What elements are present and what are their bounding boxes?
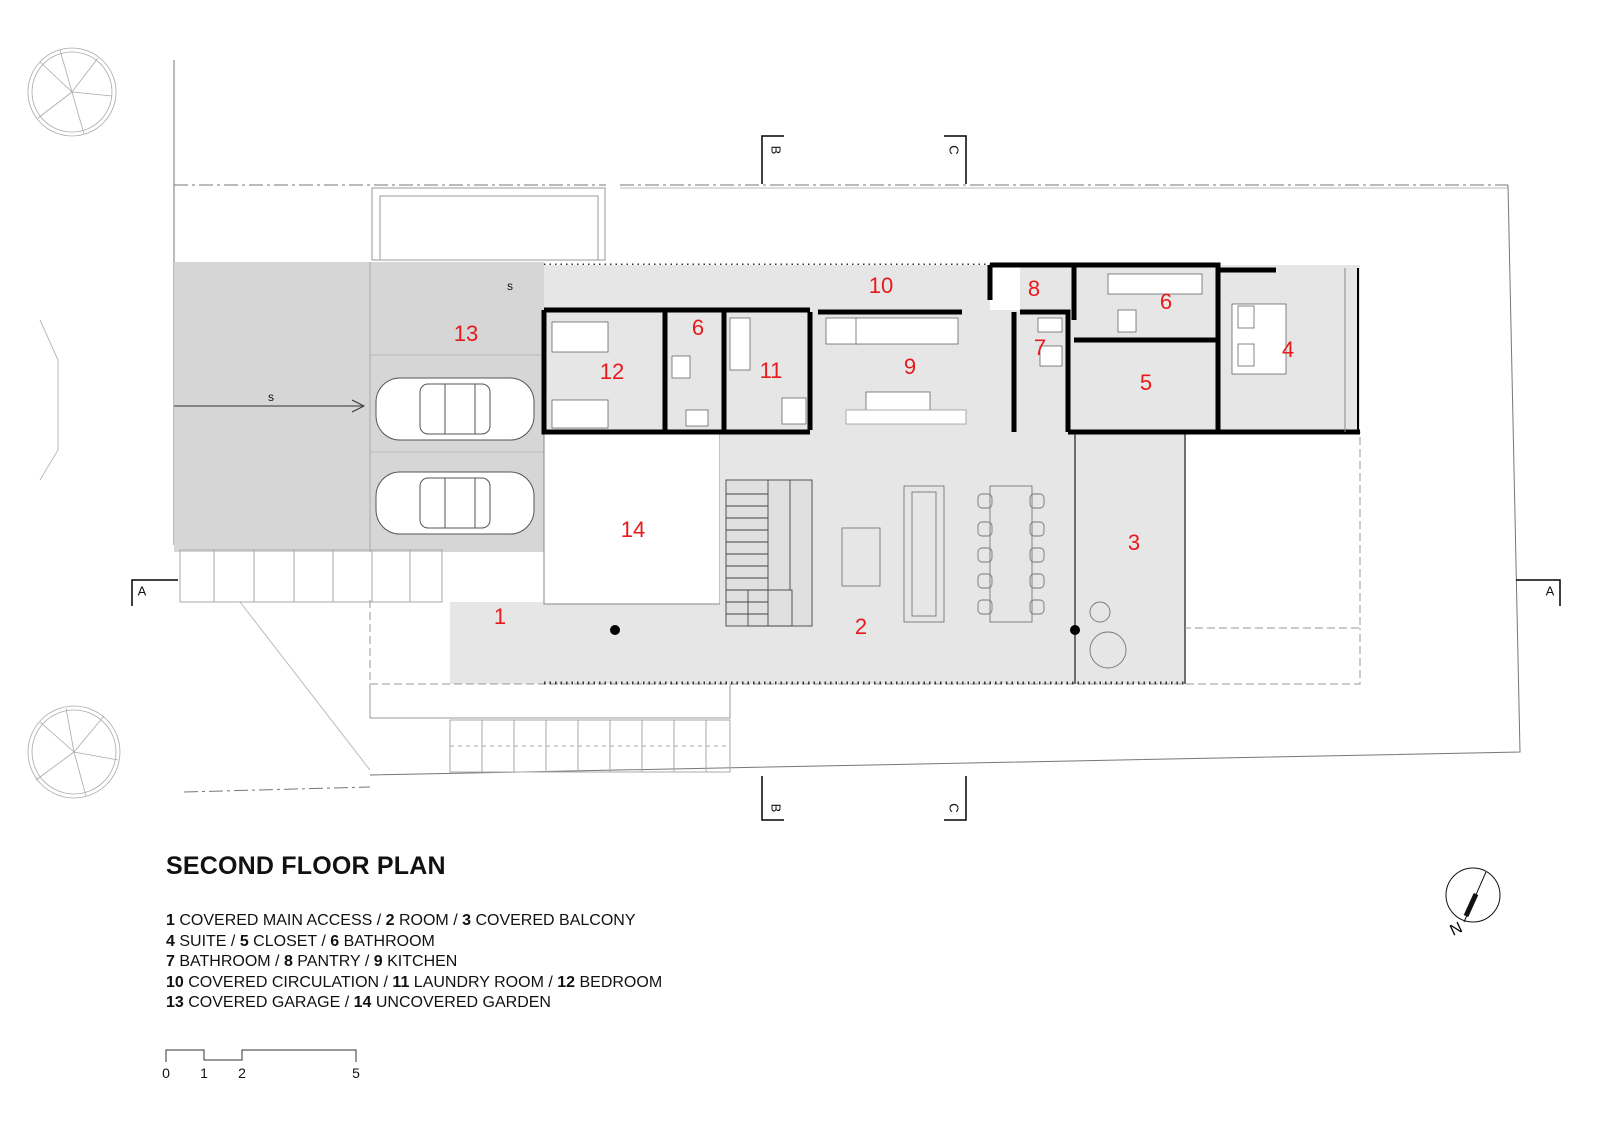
room-label-12: 12 bbox=[600, 359, 624, 384]
floor-plan-drawing: A A B C B C s s 1 2 3 4 5 6 6 7 8 9 10 1… bbox=[27, 47, 1561, 821]
legend-text: UNCOVERED GARDEN bbox=[371, 994, 551, 1011]
legend-number: 6 bbox=[330, 932, 340, 950]
legend-text: BEDROOM bbox=[575, 973, 663, 991]
room-label-14: 14 bbox=[621, 517, 645, 542]
legend-text: BATHROOM / bbox=[174, 953, 284, 970]
legend-number: 8 bbox=[283, 953, 293, 970]
room-label-9: 9 bbox=[904, 354, 916, 379]
room-label-6-suite-bath: 6 bbox=[1160, 289, 1172, 314]
section-marker-b-bottom: B bbox=[761, 776, 784, 821]
north-arrow-icon: N bbox=[1445, 867, 1501, 940]
room-label-2: 2 bbox=[855, 614, 867, 639]
column bbox=[610, 625, 620, 635]
legend-line: 1 COVERED MAIN ACCESS / 2 ROOM / 3 COVER… bbox=[166, 911, 662, 932]
legend-text: COVERED MAIN ACCESS / bbox=[174, 912, 386, 929]
section-marker-c-bottom: C bbox=[944, 776, 967, 821]
legend-line: 10 COVERED CIRCULATION / 11 LAUNDRY ROOM… bbox=[166, 973, 662, 994]
svg-text:B: B bbox=[769, 804, 784, 813]
walls bbox=[541, 262, 1360, 435]
legend-number: 2 bbox=[385, 912, 395, 929]
scale-label-1: 1 bbox=[200, 1065, 208, 1081]
legend-text: BATHROOM bbox=[339, 932, 435, 950]
room-label-8: 8 bbox=[1028, 276, 1040, 301]
section-marker-a-right: A bbox=[1516, 579, 1561, 606]
entry-paving bbox=[179, 549, 443, 771]
tree-bottom-left bbox=[27, 705, 121, 799]
legend-number: 11 bbox=[392, 973, 410, 991]
room-label-3: 3 bbox=[1128, 530, 1140, 555]
legend-text: ROOM / bbox=[394, 912, 463, 929]
front-steps bbox=[449, 719, 731, 773]
drawing-title: SECOND FLOOR PLAN bbox=[166, 852, 446, 880]
legend-number: 12 bbox=[557, 973, 576, 991]
room-label-6-bedroom-bath: 6 bbox=[692, 315, 704, 340]
scale-label-2: 2 bbox=[238, 1065, 246, 1081]
svg-text:C: C bbox=[947, 145, 962, 154]
car-top bbox=[375, 377, 535, 441]
room-label-10: 10 bbox=[869, 273, 893, 298]
legend-number: 9 bbox=[373, 953, 383, 970]
legend-line: 13 COVERED GARAGE / 14 UNCOVERED GARDEN bbox=[166, 993, 662, 1014]
legend-number: 4 bbox=[166, 932, 175, 950]
svg-text:A: A bbox=[138, 583, 147, 598]
room-label-13: 13 bbox=[454, 321, 478, 346]
room-legend: 1 COVERED MAIN ACCESS / 2 ROOM / 3 COVER… bbox=[166, 911, 662, 1014]
svg-text:C: C bbox=[947, 803, 962, 812]
slope-label-circulation: s bbox=[507, 279, 513, 293]
room-label-4: 4 bbox=[1282, 337, 1294, 362]
room-label-5: 5 bbox=[1140, 370, 1152, 395]
legend-text: LAUNDRY ROOM / bbox=[409, 973, 558, 991]
covered-access-area bbox=[450, 602, 720, 684]
room-label-11: 11 bbox=[760, 358, 783, 383]
legend-number: 13 bbox=[166, 994, 184, 1011]
svg-text:A: A bbox=[1546, 583, 1555, 598]
legend-number: 10 bbox=[166, 973, 184, 991]
svg-text:B: B bbox=[769, 146, 784, 155]
legend-line: 7 BATHROOM / 8 PANTRY / 9 KITCHEN bbox=[166, 952, 662, 973]
scale-label-5: 5 bbox=[352, 1065, 360, 1081]
section-marker-b-top: B bbox=[761, 135, 784, 184]
section-marker-a-left: A bbox=[131, 579, 178, 606]
legend-text: CLOSET / bbox=[248, 932, 331, 950]
scale-label-0: 0 bbox=[162, 1065, 170, 1081]
living-furniture bbox=[841, 485, 1127, 669]
legend-number: 1 bbox=[166, 912, 175, 929]
legend-text: PANTRY / bbox=[292, 953, 374, 970]
north-label: N bbox=[1448, 919, 1466, 939]
car-bottom bbox=[375, 471, 535, 535]
legend-text: COVERED GARAGE / bbox=[183, 994, 354, 1011]
legend-text: SUITE / bbox=[174, 932, 240, 950]
legend-line: 4 SUITE / 5 CLOSET / 6 BATHROOM bbox=[166, 932, 662, 953]
balcony-area bbox=[1075, 432, 1185, 684]
legend-number: 14 bbox=[353, 994, 372, 1011]
room-label-7: 7 bbox=[1034, 335, 1046, 360]
scale-bar bbox=[165, 1049, 357, 1062]
staircase bbox=[725, 479, 813, 627]
legend-text: COVERED BALCONY bbox=[471, 912, 636, 929]
room-label-1: 1 bbox=[494, 604, 506, 629]
tree-top-left bbox=[27, 47, 117, 137]
legend-text: COVERED CIRCULATION / bbox=[183, 973, 393, 991]
slope-label-garage: s bbox=[268, 390, 274, 404]
section-marker-c-top: C bbox=[944, 135, 967, 184]
legend-number: 3 bbox=[462, 912, 471, 929]
legend-number: 5 bbox=[239, 932, 249, 950]
fixtures bbox=[551, 273, 1287, 429]
column bbox=[1070, 625, 1080, 635]
legend-text: KITCHEN bbox=[382, 953, 458, 970]
legend-number: 7 bbox=[166, 953, 175, 970]
